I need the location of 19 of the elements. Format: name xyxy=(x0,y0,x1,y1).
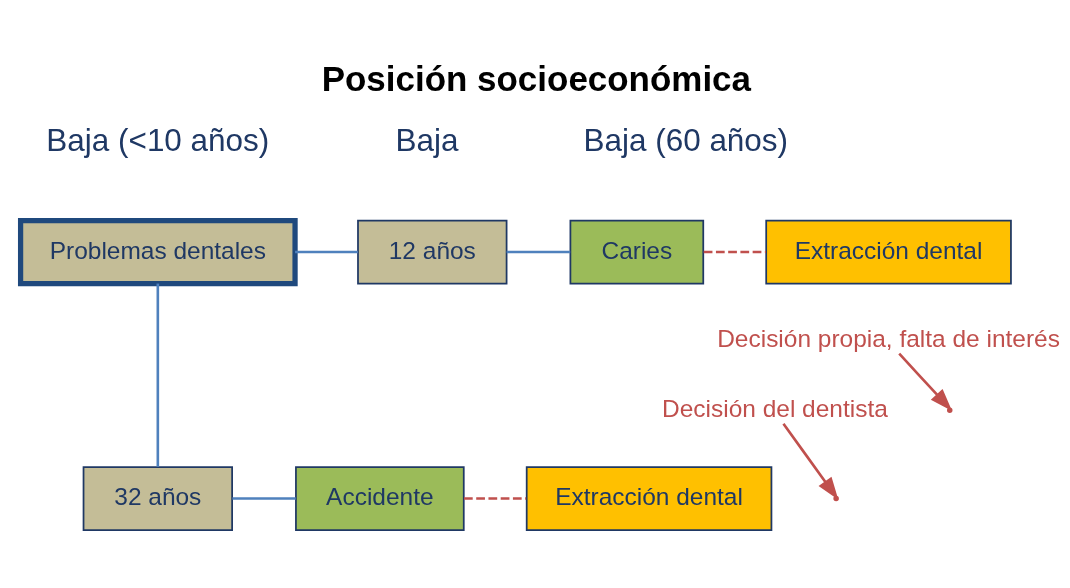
connector xyxy=(463,497,527,500)
connector xyxy=(156,283,160,467)
node-box: Extracción dental xyxy=(765,219,1012,285)
node-text: Decisión del dentista xyxy=(662,394,888,422)
node-box: 32 años xyxy=(82,466,233,531)
connector xyxy=(232,497,296,500)
label: Baja (<10 años) xyxy=(46,123,270,159)
connector xyxy=(506,250,571,254)
node-box: Extracción dental xyxy=(525,466,773,531)
label: Baja xyxy=(395,123,459,159)
node-box: Problemas dentales xyxy=(17,217,298,287)
label: Baja (60 años) xyxy=(583,123,789,159)
node-box: Accidente xyxy=(295,466,465,531)
connector xyxy=(703,250,766,254)
diagram-title: Posición socioeconómica xyxy=(321,59,751,99)
node-box: Caries xyxy=(569,219,705,285)
node-box: 12 años xyxy=(357,219,508,285)
connector xyxy=(295,250,358,254)
node-text: Decisión propia, falta de interés xyxy=(717,324,1060,352)
